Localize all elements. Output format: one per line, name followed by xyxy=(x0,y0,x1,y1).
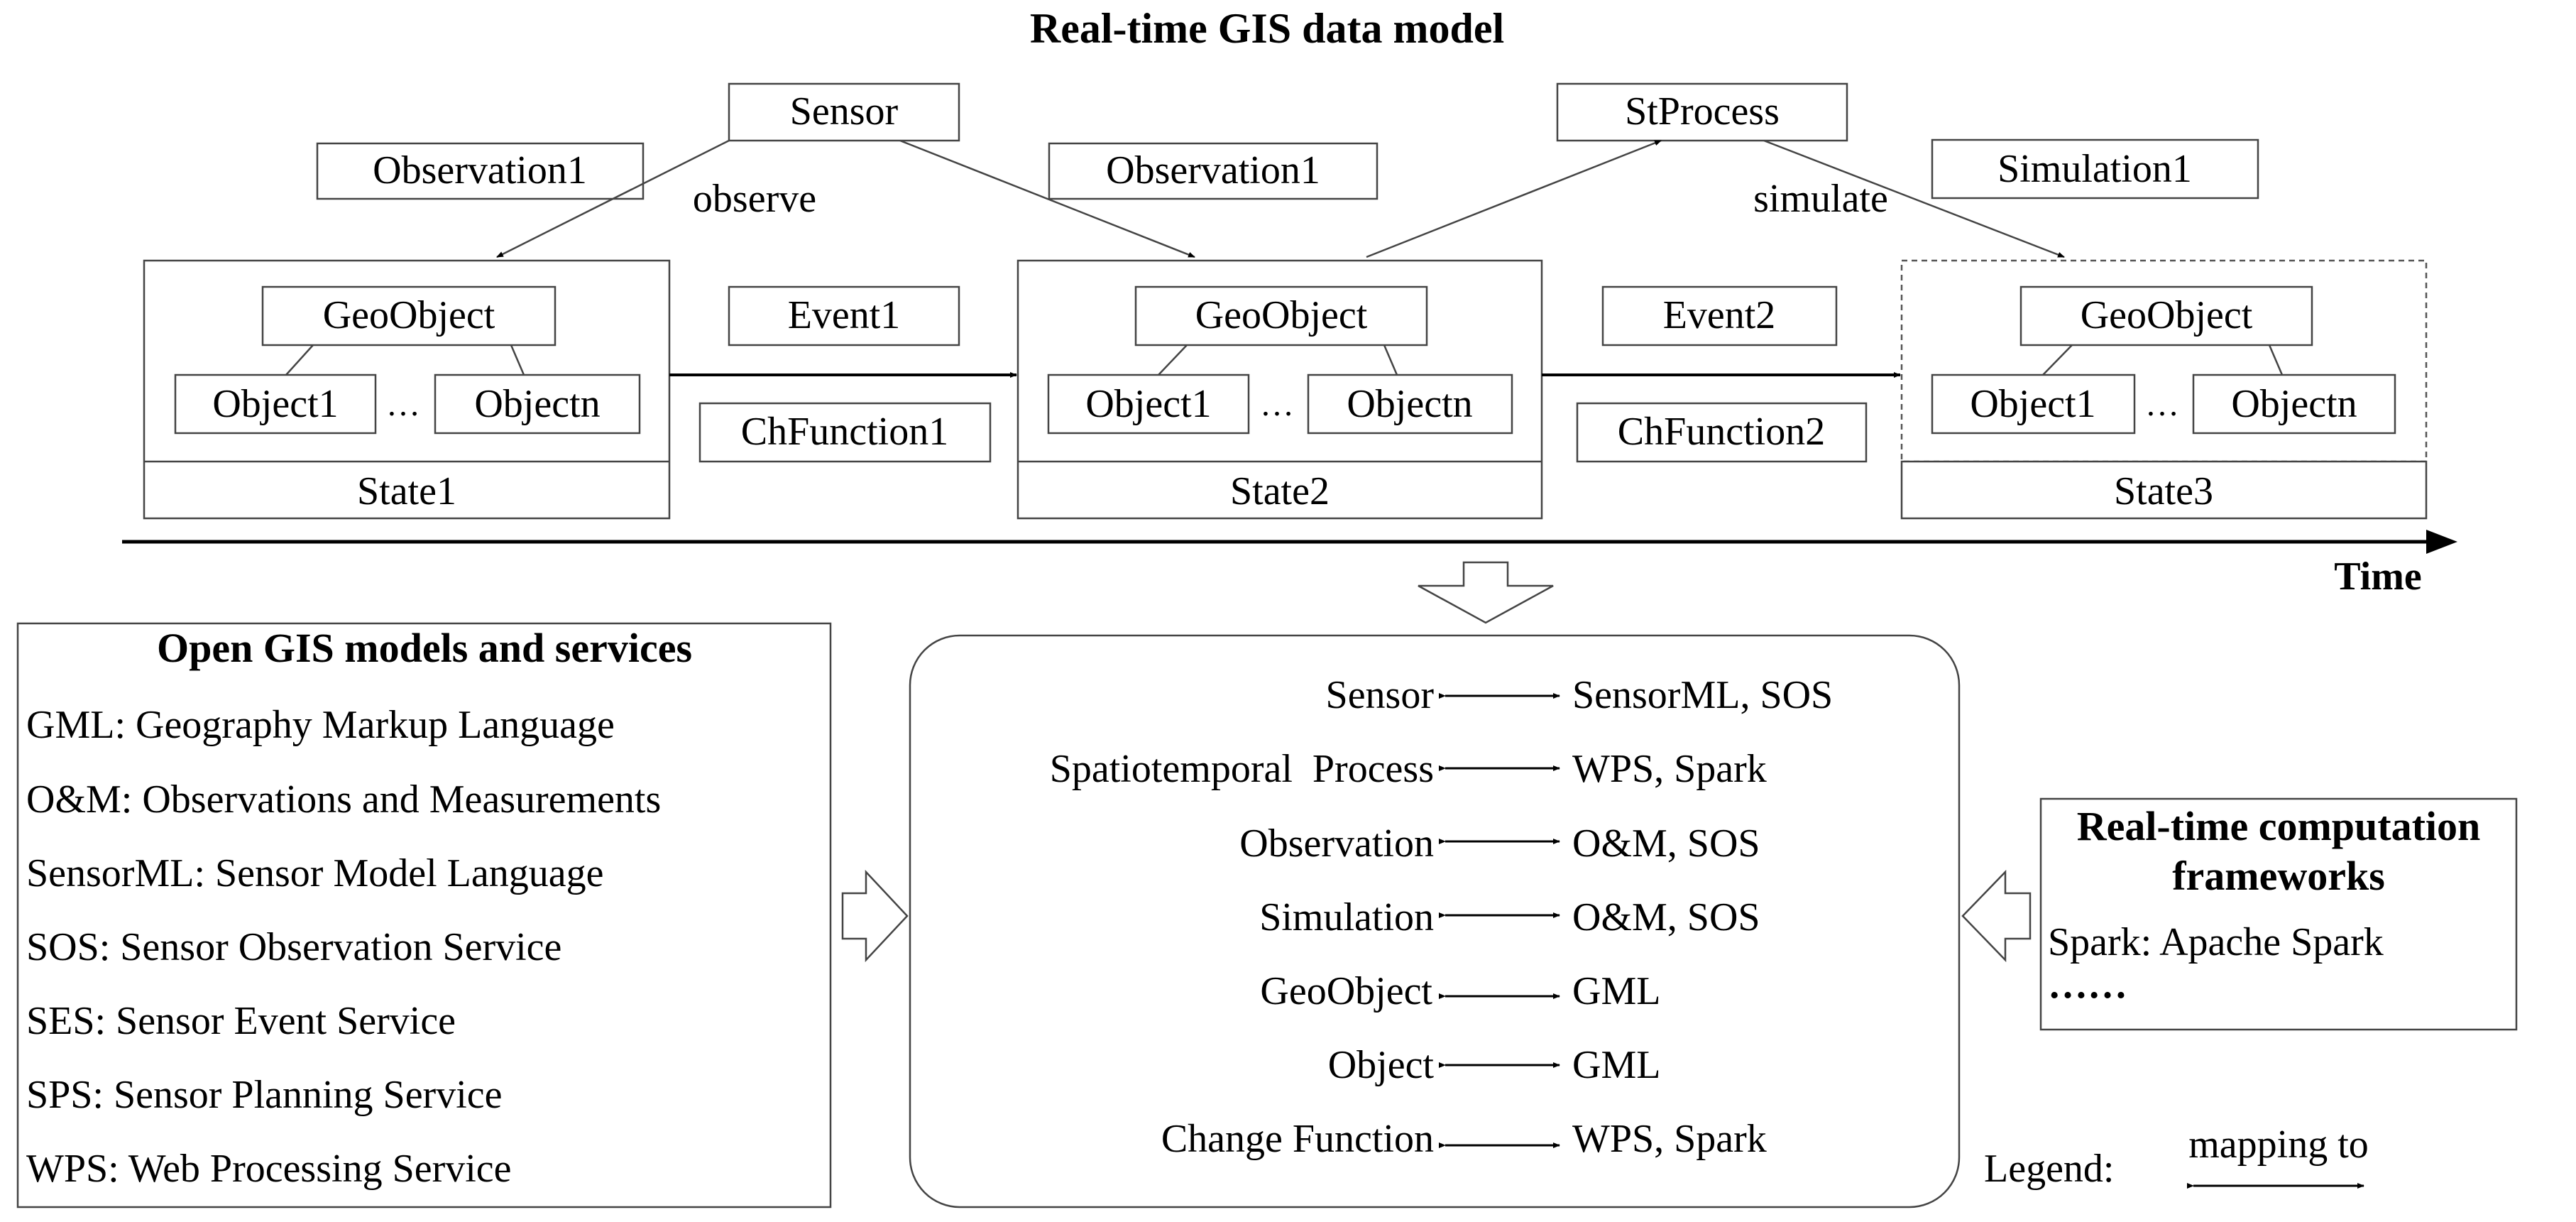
state1-box: GeoObject Object1 … Objectn State1 xyxy=(143,259,671,520)
observation-right-label: Observation1 xyxy=(1106,148,1320,192)
mapping-right-label: SensorML, SOS xyxy=(1572,673,1833,717)
mapping-right-label: WPS, Spark xyxy=(1572,1117,1767,1161)
state2-object1-label: Object1 xyxy=(1085,382,1211,426)
mapping-right-label: O&M, SOS xyxy=(1572,822,1760,866)
state1-label: State1 xyxy=(357,469,456,513)
realtime-item: …… xyxy=(2048,963,2127,1007)
open-gis-item: SensorML: Sensor Model Language xyxy=(26,851,603,895)
chfunction1-box: ChFunction1 xyxy=(698,402,992,463)
simulation-box: Simulation1 xyxy=(1931,138,2259,200)
state2-box: GeoObject Object1 … Objectn State2 xyxy=(1016,259,1543,520)
observation-left-label: Observation1 xyxy=(373,148,587,192)
state1-object1-label: Object1 xyxy=(212,382,338,426)
realtime-panel: Real-time computation frameworks Spark: … xyxy=(2039,797,2518,1031)
legend-label: Legend: xyxy=(1984,1147,2114,1191)
simulation-label: Simulation1 xyxy=(1997,147,2192,191)
open-gis-item: WPS: Web Processing Service xyxy=(26,1147,511,1191)
state3-object1-label: Object1 xyxy=(1970,382,2095,426)
observation-left-box: Observation1 xyxy=(316,142,645,200)
mapping-right-label: WPS, Spark xyxy=(1572,747,1767,791)
state3-objectn-label: Objectn xyxy=(2231,382,2357,426)
state3-geoobject-label: GeoObject xyxy=(2081,293,2253,337)
event1-label: Event1 xyxy=(788,293,901,337)
arrow-state2-to-stprocess xyxy=(1366,139,1662,258)
mapping-right-label: GML xyxy=(1572,1043,1660,1087)
chfunction2-label: ChFunction2 xyxy=(1618,410,1825,454)
mapping-right-label: GML xyxy=(1572,969,1660,1013)
mapping-panel: Sensor SensorML, SOS Spatiotemporal Proc… xyxy=(909,634,1961,1209)
event2-box: Event2 xyxy=(1601,285,1838,347)
open-gis-item: SPS: Sensor Planning Service xyxy=(26,1073,502,1117)
state2-geoobject-label: GeoObject xyxy=(1195,293,1368,337)
state3-label: State3 xyxy=(2114,469,2213,513)
realtime-title-line2: frameworks xyxy=(2172,853,2385,899)
sensor-box: Sensor xyxy=(728,82,960,142)
mapping-left-label: Spatiotemporal Process xyxy=(1050,747,1434,791)
stprocess-label: StProcess xyxy=(1625,89,1780,133)
arrow-sensor-to-state2 xyxy=(899,139,1195,258)
observe-label: observe xyxy=(693,177,816,221)
state2-label: State2 xyxy=(1230,469,1330,513)
stprocess-box: StProcess xyxy=(1556,82,1848,142)
open-gis-item: O&M: Observations and Measurements xyxy=(26,778,661,822)
chfunction1-label: ChFunction1 xyxy=(741,410,948,454)
chfunction2-box: ChFunction2 xyxy=(1576,402,1868,463)
realtime-item: Spark: Apache Spark xyxy=(2048,920,2384,964)
observation-right-box: Observation1 xyxy=(1048,142,1379,200)
state3-ellipsis: … xyxy=(2145,386,2179,423)
state1-geoobject-label: GeoObject xyxy=(323,293,495,337)
realtime-title-line1: Real-time computation xyxy=(2077,803,2481,849)
mapping-left-label: Observation xyxy=(1239,822,1434,866)
state2-objectn-label: Objectn xyxy=(1347,382,1472,426)
mapping-right-label: O&M, SOS xyxy=(1572,895,1760,939)
legend-mapping-label: mapping to xyxy=(2188,1123,2369,1167)
arrow-sensor-to-state1 xyxy=(496,139,730,258)
open-gis-item: SOS: Sensor Observation Service xyxy=(26,925,561,969)
time-axis-arrowhead xyxy=(2426,530,2457,554)
mapping-left-label: Sensor xyxy=(1326,673,1435,717)
mapping-left-label: GeoObject xyxy=(1260,969,1432,1013)
left-hollow-arrow xyxy=(1961,869,2032,963)
simulate-label: simulate xyxy=(1753,177,1888,221)
sensor-label: Sensor xyxy=(790,89,899,133)
open-gis-title: Open GIS models and services xyxy=(157,625,692,671)
open-gis-item: SES: Sensor Event Service xyxy=(26,999,456,1043)
right-hollow-arrow xyxy=(841,869,909,963)
down-hollow-arrow xyxy=(1418,561,1554,624)
time-label: Time xyxy=(2334,555,2421,599)
open-gis-item: GML: Geography Markup Language xyxy=(26,703,615,747)
arrow-stprocess-to-state3 xyxy=(1763,139,2065,258)
mapping-left-label: Object xyxy=(1328,1043,1435,1087)
state1-objectn-label: Objectn xyxy=(474,382,600,426)
event2-label: Event2 xyxy=(1663,293,1776,337)
diagram-title: Real-time GIS data model xyxy=(1030,5,1504,52)
state2-ellipsis: … xyxy=(1260,386,1294,423)
open-gis-panel: Open GIS models and services GML: Geogra… xyxy=(16,622,832,1209)
event1-box: Event1 xyxy=(728,285,960,347)
mapping-left-label: Simulation xyxy=(1259,895,1434,939)
legend: Legend: mapping to xyxy=(1984,1123,2369,1191)
state1-ellipsis: … xyxy=(386,386,420,423)
state3-box: GeoObject Object1 … Objectn State3 xyxy=(1900,259,2428,520)
mapping-left-label: Change Function xyxy=(1161,1117,1434,1161)
